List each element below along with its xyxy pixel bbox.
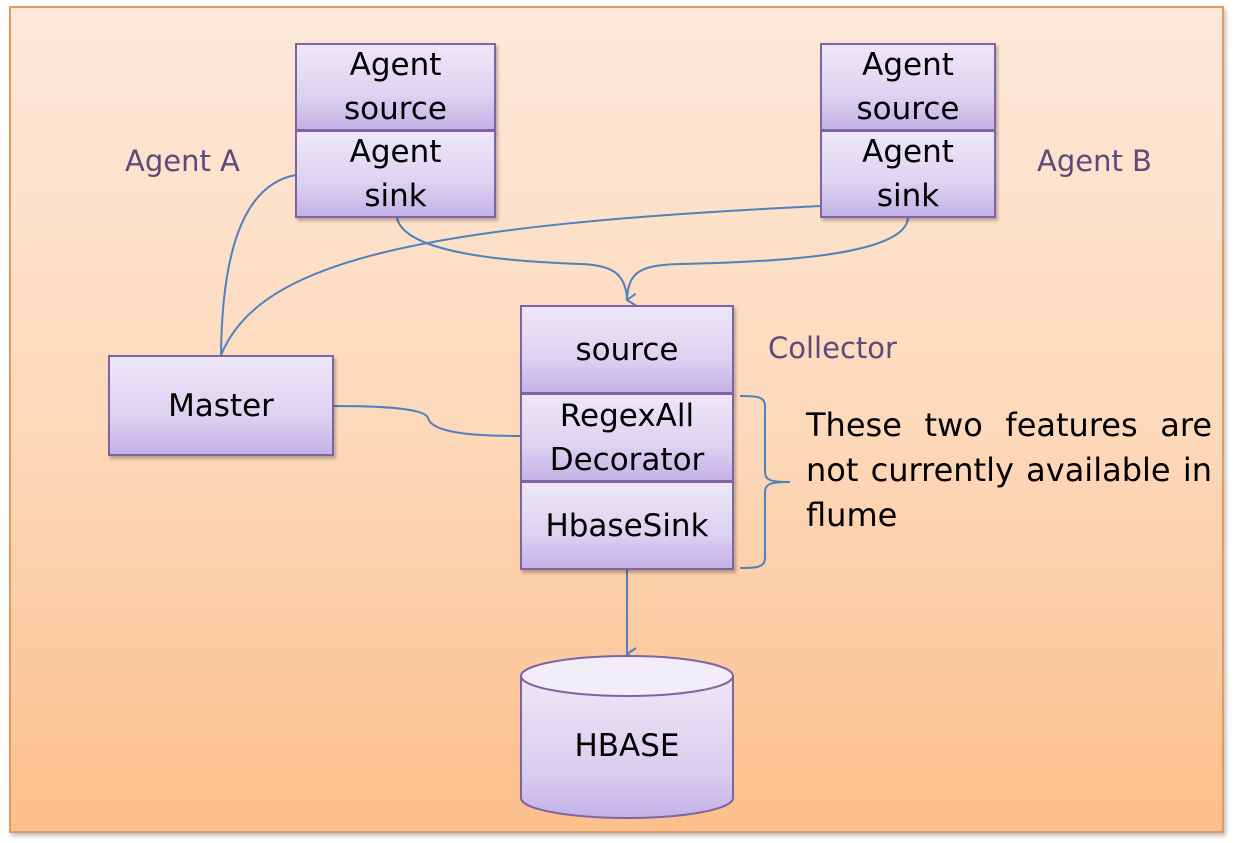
hbase-label: HBASE [574, 728, 680, 764]
master-label: Master [168, 387, 274, 424]
agent-a-sink-box[interactable]: Agent sink [295, 130, 496, 218]
collector-decorator-box[interactable]: RegexAll Decorator [520, 393, 734, 482]
connector-agent-b-collector [626, 217, 909, 301]
connector-master-agent-a [220, 174, 297, 356]
master-box[interactable]: Master [108, 355, 334, 456]
agent-b-sink-label: Agent sink [862, 134, 954, 214]
collector-sink-box[interactable]: HbaseSink [520, 481, 734, 570]
collector-title: Collector [768, 331, 897, 365]
agent-a-source-box[interactable]: Agent source [295, 43, 496, 131]
agent-b-title: Agent B [1037, 144, 1152, 178]
connector-master-collector [333, 405, 522, 437]
collector-sink-label: HbaseSink [545, 507, 709, 544]
agent-b-sink-box[interactable]: Agent sink [820, 130, 996, 218]
agent-b-source-label: Agent source [856, 47, 960, 127]
agent-b-source-box[interactable]: Agent source [820, 43, 996, 131]
connector-agent-a-collector [396, 217, 637, 307]
collector-source-box[interactable]: source [520, 305, 734, 394]
hbase-cylinder [520, 655, 734, 819]
feature-note: These two features are not currently ava… [806, 406, 1212, 534]
agent-a-sink-label: Agent sink [349, 134, 442, 214]
connector-master-agent-b [220, 205, 822, 356]
agent-a-title: Agent A [125, 144, 240, 178]
collector-decorator-label: RegexAll Decorator [549, 397, 705, 478]
agent-a-source-label: Agent source [344, 47, 447, 127]
feature-bracket [739, 395, 791, 569]
collector-source-label: source [575, 331, 679, 368]
